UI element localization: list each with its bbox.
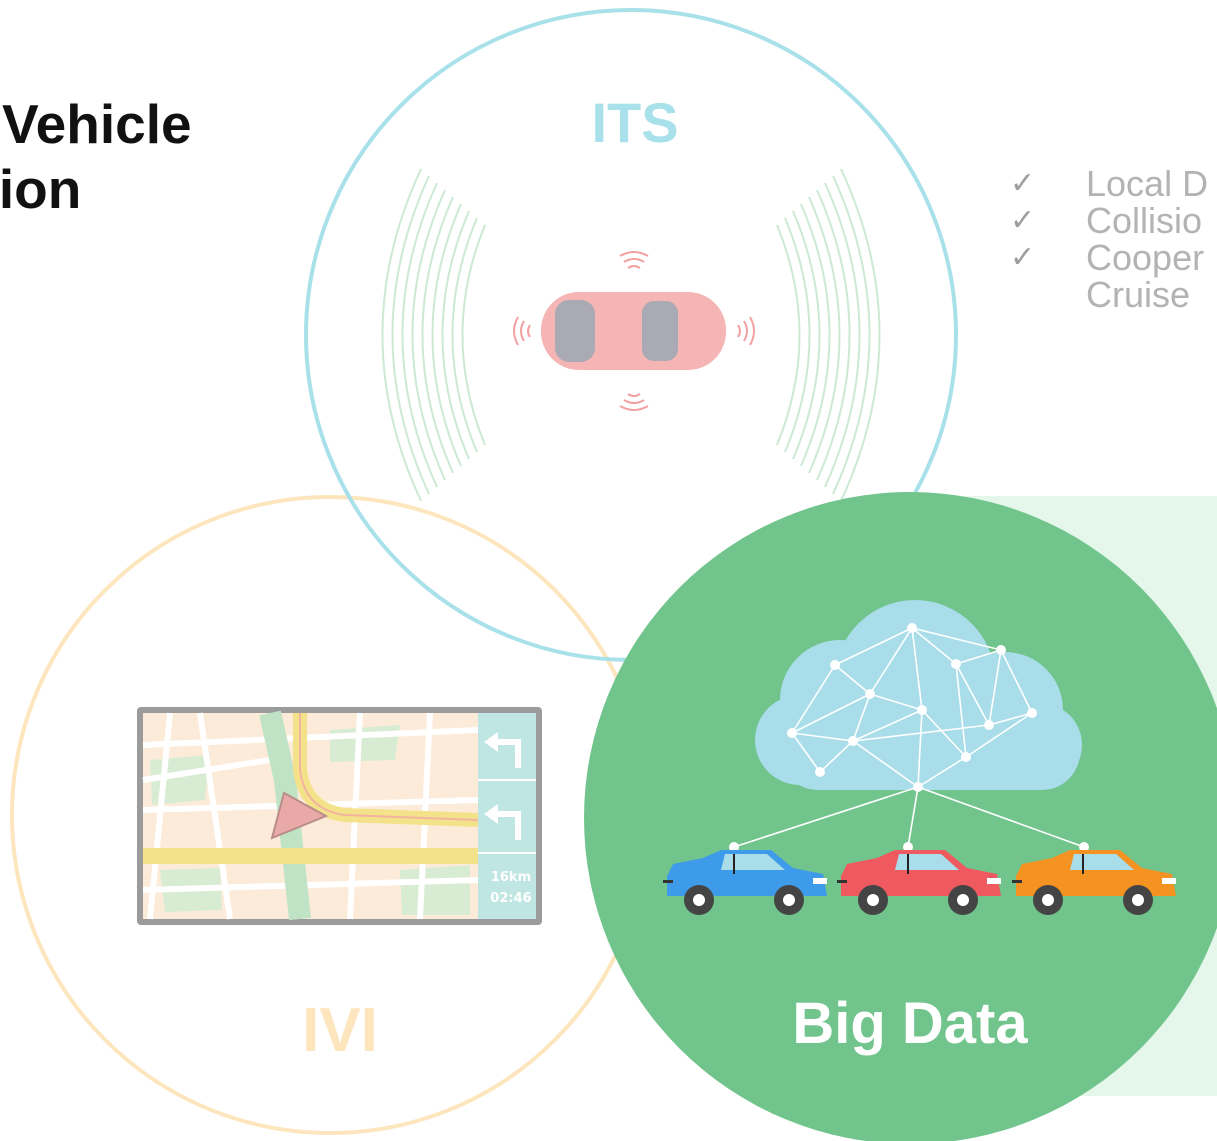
feature-text: Cooper [1086,237,1205,278]
checkmark-icon: ✓ [1010,240,1036,275]
checkmark-icon: ✓ [1010,166,1036,201]
navigation-arrow-icon [270,791,329,840]
navigation-screen [137,707,542,925]
feature-text: Local D [1086,163,1209,204]
network-nodes [729,623,1089,852]
feature-text: Collisio [1086,200,1203,241]
big-data-label: Big Data [792,991,1028,1056]
feature-item: ✓ Local D [1010,165,1217,202]
title-line-2: ation [0,158,82,220]
turn-left-icon-2 [496,811,521,840]
red-car-icon [837,850,1001,915]
map-route [143,710,479,921]
nav-distance: 16km [490,870,532,885]
checkmark-icon: ✓ [1010,203,1036,238]
blue-car-icon [663,850,827,915]
title-line-1: Vehicle [2,93,192,155]
feature-text-continued: Cruise [1086,274,1191,315]
signal-waves-icon [381,168,881,502]
car-top-view-icon [513,251,755,411]
big-data-circle [584,492,1217,1141]
ivi-label: IVI [302,996,378,1065]
network-graph-icon [733,627,1085,848]
turn-left-icon [496,739,521,768]
page-title: Vehicle ation [0,92,192,222]
orange-car-icon [1012,850,1176,915]
nav-time: 02:46 [490,891,532,906]
cloud-icon [755,600,1082,790]
feature-item: ✓ Collisio [1010,202,1217,239]
its-label: ITS [591,91,679,154]
